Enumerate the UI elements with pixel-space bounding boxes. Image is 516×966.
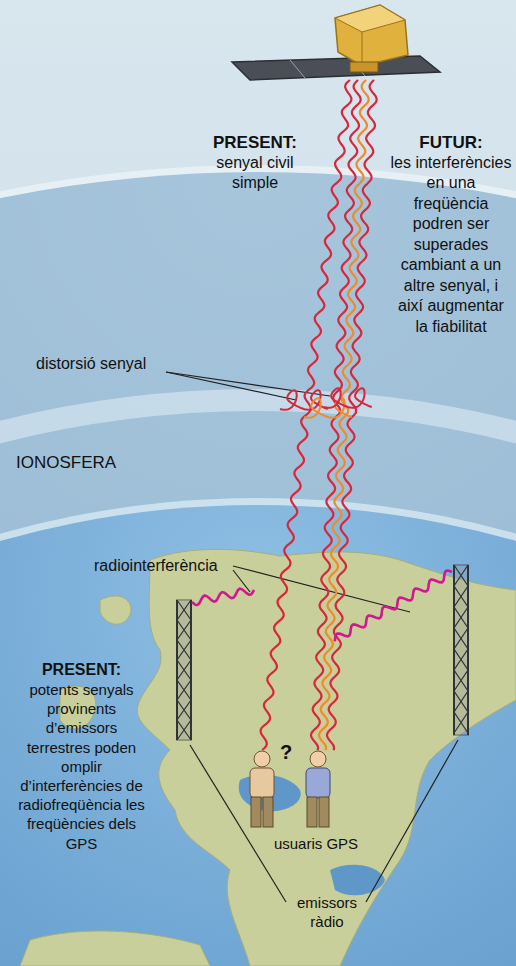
radio-tower (454, 565, 468, 733)
question-mark: ? (280, 740, 292, 766)
leader-line (166, 372, 458, 902)
gps-user (306, 751, 330, 827)
transmitters-label: emissors ràdio (290, 893, 364, 931)
ionosphere-layer (0, 400, 516, 966)
landmass (20, 549, 516, 966)
sea-patch (330, 865, 385, 895)
island (100, 596, 131, 624)
leg (319, 797, 329, 827)
satellite-body (335, 5, 408, 66)
torso (250, 768, 274, 798)
signal-distortion (324, 388, 372, 407)
leader-line (166, 372, 296, 400)
torso (306, 768, 330, 798)
present-heading: PRESENT: (200, 132, 310, 154)
future-note: les interferències en una freqüència pod… (390, 153, 512, 337)
antenna-base (350, 62, 378, 72)
present-note: potents senyals provinents d’emissors te… (14, 680, 149, 853)
satellite-top (335, 5, 405, 32)
radio-tower (177, 600, 191, 740)
gps-satellite (232, 5, 440, 80)
radio-tower (454, 565, 468, 735)
gps-signal-wave (327, 80, 377, 750)
future-heading: FUTUR: (390, 132, 512, 154)
leg (251, 797, 261, 827)
globe-rim (0, 498, 516, 966)
present-note: senyal civil simple (200, 153, 310, 194)
gps-signal-wave (319, 80, 369, 750)
distortion-label: distorsió senyal (36, 354, 146, 374)
radio-interference-wave (335, 571, 452, 642)
leg (263, 797, 273, 827)
head (254, 751, 270, 767)
africa-land (20, 931, 210, 966)
head (310, 751, 326, 767)
panel-seam (290, 60, 305, 78)
interference-label: radiointerferència (94, 556, 218, 576)
radio-interference-wave (192, 589, 254, 605)
radio-tower (454, 565, 468, 735)
leader-line (366, 740, 458, 902)
users-label: usuaris GPS (266, 834, 366, 853)
ionosphere-label: IONOSFERA (16, 452, 116, 474)
europe-land (137, 549, 516, 966)
radio-tower (177, 600, 191, 740)
radio-tower (177, 600, 191, 740)
leader-line (190, 745, 286, 902)
solar-panel (232, 56, 440, 80)
gps-user (250, 751, 274, 827)
leg (307, 797, 317, 827)
present-heading: PRESENT: (14, 660, 149, 680)
leader-line (233, 566, 410, 612)
globe (0, 505, 516, 966)
body-edge (362, 32, 363, 66)
